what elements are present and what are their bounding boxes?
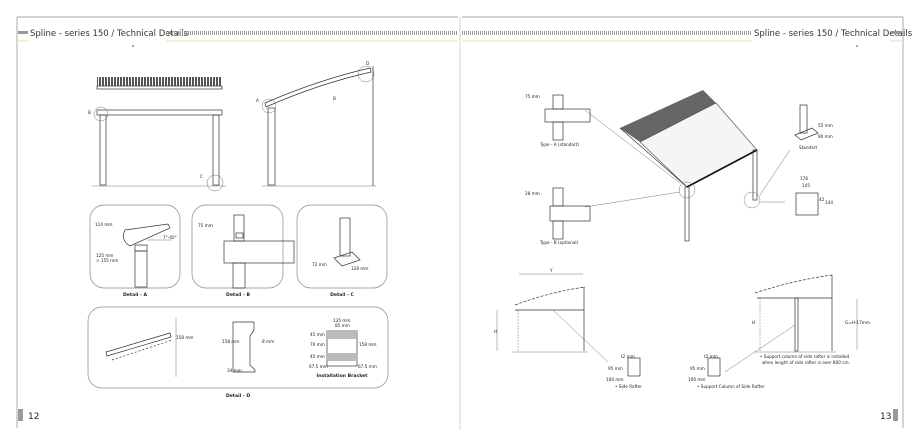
label-a: A: [256, 98, 259, 103]
dim-text: 85 mm: [335, 323, 350, 328]
dim-text: > 155 mm: [96, 258, 118, 263]
section-caption: • Support Column of Side Rafter: [697, 384, 765, 389]
support-column-view: H G=H-17mm • Support column of side raft…: [688, 274, 870, 389]
dim-text: 176: [800, 176, 808, 181]
type-a-detail: 75 mm Type - A (standart): [525, 94, 591, 147]
detail-caption: Detail - B: [226, 292, 250, 298]
dim-text: 144: [825, 200, 833, 205]
dim-text: H: [752, 320, 755, 325]
section-caption: • Side Rafter: [615, 384, 642, 389]
label-b-side: B: [333, 96, 336, 101]
dim-text: H: [494, 329, 497, 334]
page-number: 13: [880, 412, 891, 422]
dim-text: 125 mm: [96, 253, 113, 258]
side-rafter-view: Y H t2 mm 95 mm 100 mm • Side Rafter: [494, 268, 642, 389]
dim-text: 128 mm: [351, 266, 368, 271]
dim-text: 114 mm: [95, 222, 112, 227]
detail-caption: Detail - A: [123, 292, 147, 298]
dim-text: 28 mm: [525, 191, 540, 196]
dim-text: 158 mm: [176, 335, 193, 340]
type-caption: Type - B (optional): [539, 240, 579, 245]
dim-text: 158 mm: [359, 342, 376, 347]
dim-text: t2 mm: [704, 354, 718, 359]
dim-text: 100 mm: [606, 377, 623, 382]
standart-caption: Standart: [799, 145, 817, 150]
detail-d: 158 mm 158 mm 8 mm 34 mm 135 mm 85 mm 45…: [87, 306, 389, 399]
page-frame: [16, 16, 458, 428]
page-number-marker: [18, 409, 23, 421]
dim-text: Y: [549, 268, 553, 273]
dim-text: 42: [819, 197, 825, 202]
note-text: when lenght of side rafter is over 800 c…: [762, 360, 850, 365]
right-page: Spline - series 150 / Technical Details …: [462, 16, 913, 428]
detail-a: 114 mm 7°-40° 125 mm > 155 mm Detail - A: [89, 204, 181, 298]
page-number: 12: [28, 412, 39, 422]
standart-base-detail: 55 mm 90 mm Standart: [794, 104, 833, 150]
installation-bracket: 135 mm 85 mm 45 mm 70 mm 45 mm 158 mm 67…: [309, 318, 377, 379]
detail-c: 72 mm 128 mm Detail - C: [296, 204, 388, 298]
note-text: • Support column of side rafter is insta…: [760, 354, 849, 359]
header-dash-bar: [166, 31, 458, 35]
dim-text: G=H-17mm: [845, 320, 870, 325]
dim-text: 67.5 mm: [309, 364, 328, 369]
dim-text: 158 mm: [222, 339, 239, 344]
post-profile-detail: 176 145 42 144: [795, 176, 833, 216]
page-header: Spline - series 150 / Technical Details: [754, 29, 913, 39]
page-number-marker: [893, 409, 898, 421]
side-view-drawing: A D B: [256, 61, 376, 187]
label-b: B: [88, 110, 91, 115]
dim-text: 145: [802, 183, 810, 188]
header-marker: [891, 31, 901, 34]
dim-text: 72 mm: [312, 262, 327, 267]
dim-text: 67.5 mm: [358, 364, 377, 369]
header-marker: [18, 31, 28, 34]
pergola-isometric: [584, 90, 791, 242]
dim-text: 95 mm: [608, 366, 623, 371]
bracket-caption: Installation Bracket: [317, 373, 369, 379]
header-dash-bar: [462, 31, 752, 35]
dim-text: 75 mm: [525, 94, 540, 99]
front-view-drawing: B C: [88, 77, 226, 192]
dim-text: 7°-40°: [163, 235, 177, 240]
dim-text: 70 mm: [310, 342, 325, 347]
type-b-detail: 28 mm Type - B (optional): [525, 187, 591, 245]
type-caption: Type - A (standart): [539, 142, 579, 147]
left-page: Spline - series 150 / Technical Details …: [16, 16, 458, 428]
dim-text: 90 mm: [818, 134, 833, 139]
dim-text: 135 mm: [333, 318, 350, 323]
label-d: D: [366, 61, 369, 66]
dim-text: 55 mm: [818, 123, 833, 128]
dim-text: 34 mm: [227, 368, 242, 373]
dim-text: 95 mm: [690, 366, 705, 371]
detail-caption: Detail - D: [226, 393, 250, 399]
dim-text: 8 mm: [262, 339, 274, 344]
detail-caption: Detail - C: [330, 292, 354, 298]
dim-text: t2 mm: [621, 354, 635, 359]
label-c: C: [200, 174, 203, 179]
dim-text: 45 mm: [310, 354, 325, 359]
detail-b: 75 mm Detail - B: [191, 204, 295, 298]
page-header: Spline - series 150 / Technical Details: [30, 29, 189, 39]
page-frame: [462, 16, 904, 428]
dim-text: 45 mm: [310, 332, 325, 337]
dim-text: 75 mm: [198, 223, 213, 228]
dim-text: 100 mm: [688, 377, 705, 382]
